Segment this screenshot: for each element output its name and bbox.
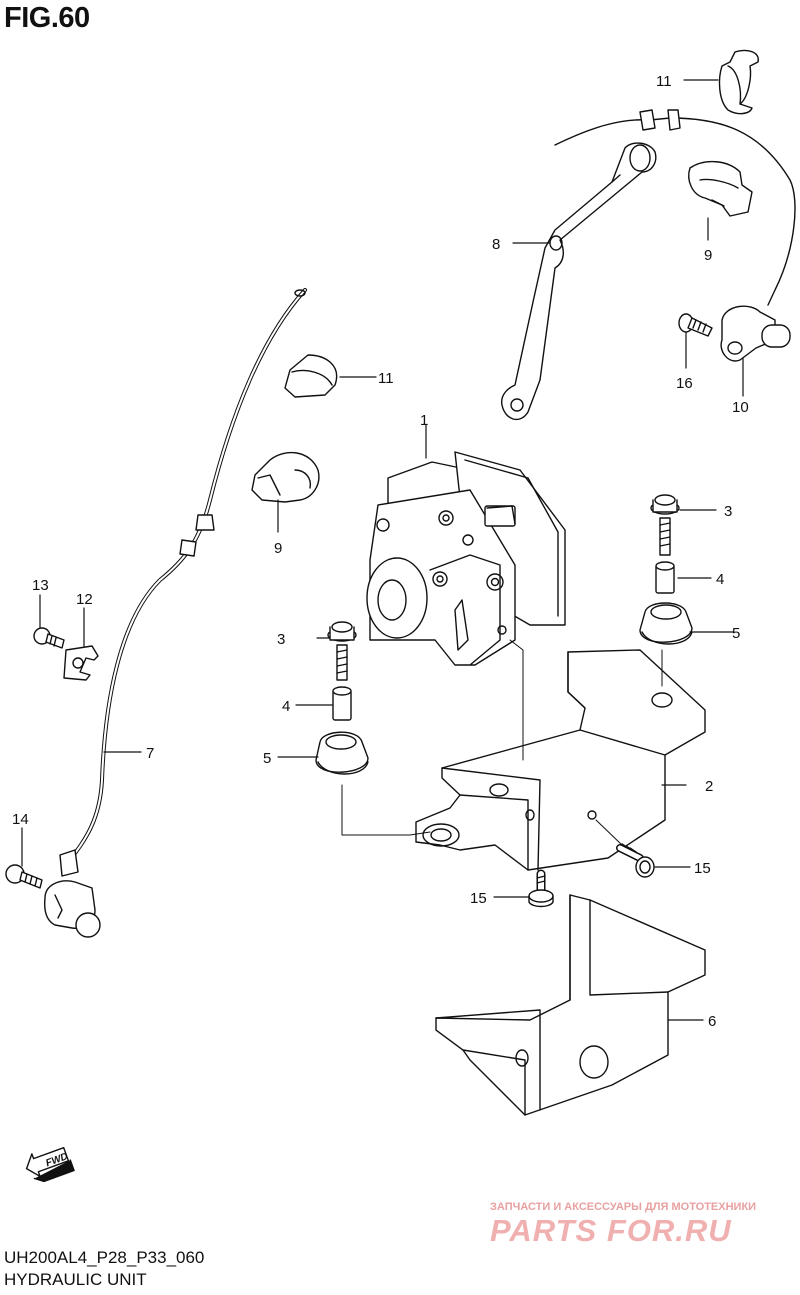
callout-9-right: 9 — [704, 247, 712, 264]
callout-2: 2 — [705, 778, 713, 795]
leader-lines — [21, 79, 744, 1021]
assembly-guide-lines — [341, 639, 663, 846]
callout-1: 1 — [420, 412, 428, 429]
callout-3-right: 3 — [724, 503, 732, 520]
hydraulic-unit-part-1[interactable] — [366, 451, 566, 666]
clamp-part-11-top[interactable] — [718, 49, 759, 115]
callout-7: 7 — [146, 745, 154, 762]
spacer-part-4-right[interactable] — [655, 561, 675, 594]
figure-code: UH200AL4_P28_P33_060 — [4, 1248, 205, 1267]
callout-9-left: 9 — [274, 540, 282, 557]
bracket-part-2[interactable] — [415, 649, 706, 871]
callout-8: 8 — [492, 236, 500, 253]
callout-3-left: 3 — [277, 631, 285, 648]
watermark-tagline: ЗАПЧАСТИ И АКСЕССУАРЫ ДЛЯ МОТОТЕХНИКИ — [490, 1201, 757, 1213]
callout-15-lower: 15 — [470, 890, 487, 907]
callout-11-top: 11 — [656, 73, 672, 90]
callout-6: 6 — [708, 1013, 716, 1030]
figure-name: HYDRAULIC UNIT — [4, 1270, 147, 1289]
watermark-logo: PARTS FOR.RU — [490, 1213, 732, 1248]
bolt-part-14[interactable] — [5, 864, 43, 889]
bolt-part-3-left[interactable] — [327, 621, 357, 681]
grommet-part-5-right[interactable] — [639, 602, 693, 645]
callout-15-right: 15 — [694, 860, 711, 877]
callout-13: 13 — [32, 577, 49, 594]
clamp-part-11-left[interactable] — [284, 354, 338, 398]
callout-4-left: 4 — [282, 698, 290, 715]
callout-5-right: 5 — [732, 625, 740, 642]
rear-sensor-part-10[interactable] — [554, 109, 796, 362]
front-sensor-part-7[interactable] — [44, 288, 307, 938]
figure-title: FIG.60 — [4, 2, 90, 34]
sensor-bracket-part-8[interactable] — [500, 142, 657, 421]
bolt-part-15-lower[interactable] — [528, 869, 554, 908]
bolt-part-16[interactable] — [678, 313, 713, 337]
clamp-part-9-top[interactable] — [688, 161, 753, 217]
callout-labels: 1 2 3 3 4 4 5 5 6 7 8 9 9 10 11 11 12 13… — [12, 73, 749, 1030]
callout-10: 10 — [732, 399, 749, 416]
callout-14: 14 — [12, 811, 29, 828]
callout-12: 12 — [76, 591, 93, 608]
clamp-part-9-left[interactable] — [251, 451, 320, 503]
callout-16: 16 — [676, 375, 693, 392]
clip-part-12[interactable] — [63, 645, 99, 681]
callout-11-left: 11 — [378, 370, 394, 387]
callout-4-right: 4 — [716, 571, 724, 588]
forward-direction-arrow: FWD — [25, 1146, 75, 1183]
bolt-part-13[interactable] — [33, 627, 65, 649]
spacer-part-4-left[interactable] — [332, 686, 352, 721]
bolt-part-15-right[interactable] — [616, 843, 655, 878]
cover-part-6[interactable] — [435, 894, 706, 1116]
callout-5-left: 5 — [263, 750, 271, 767]
grommet-part-5-left[interactable] — [315, 731, 369, 775]
bolt-part-3-right[interactable] — [650, 494, 680, 556]
